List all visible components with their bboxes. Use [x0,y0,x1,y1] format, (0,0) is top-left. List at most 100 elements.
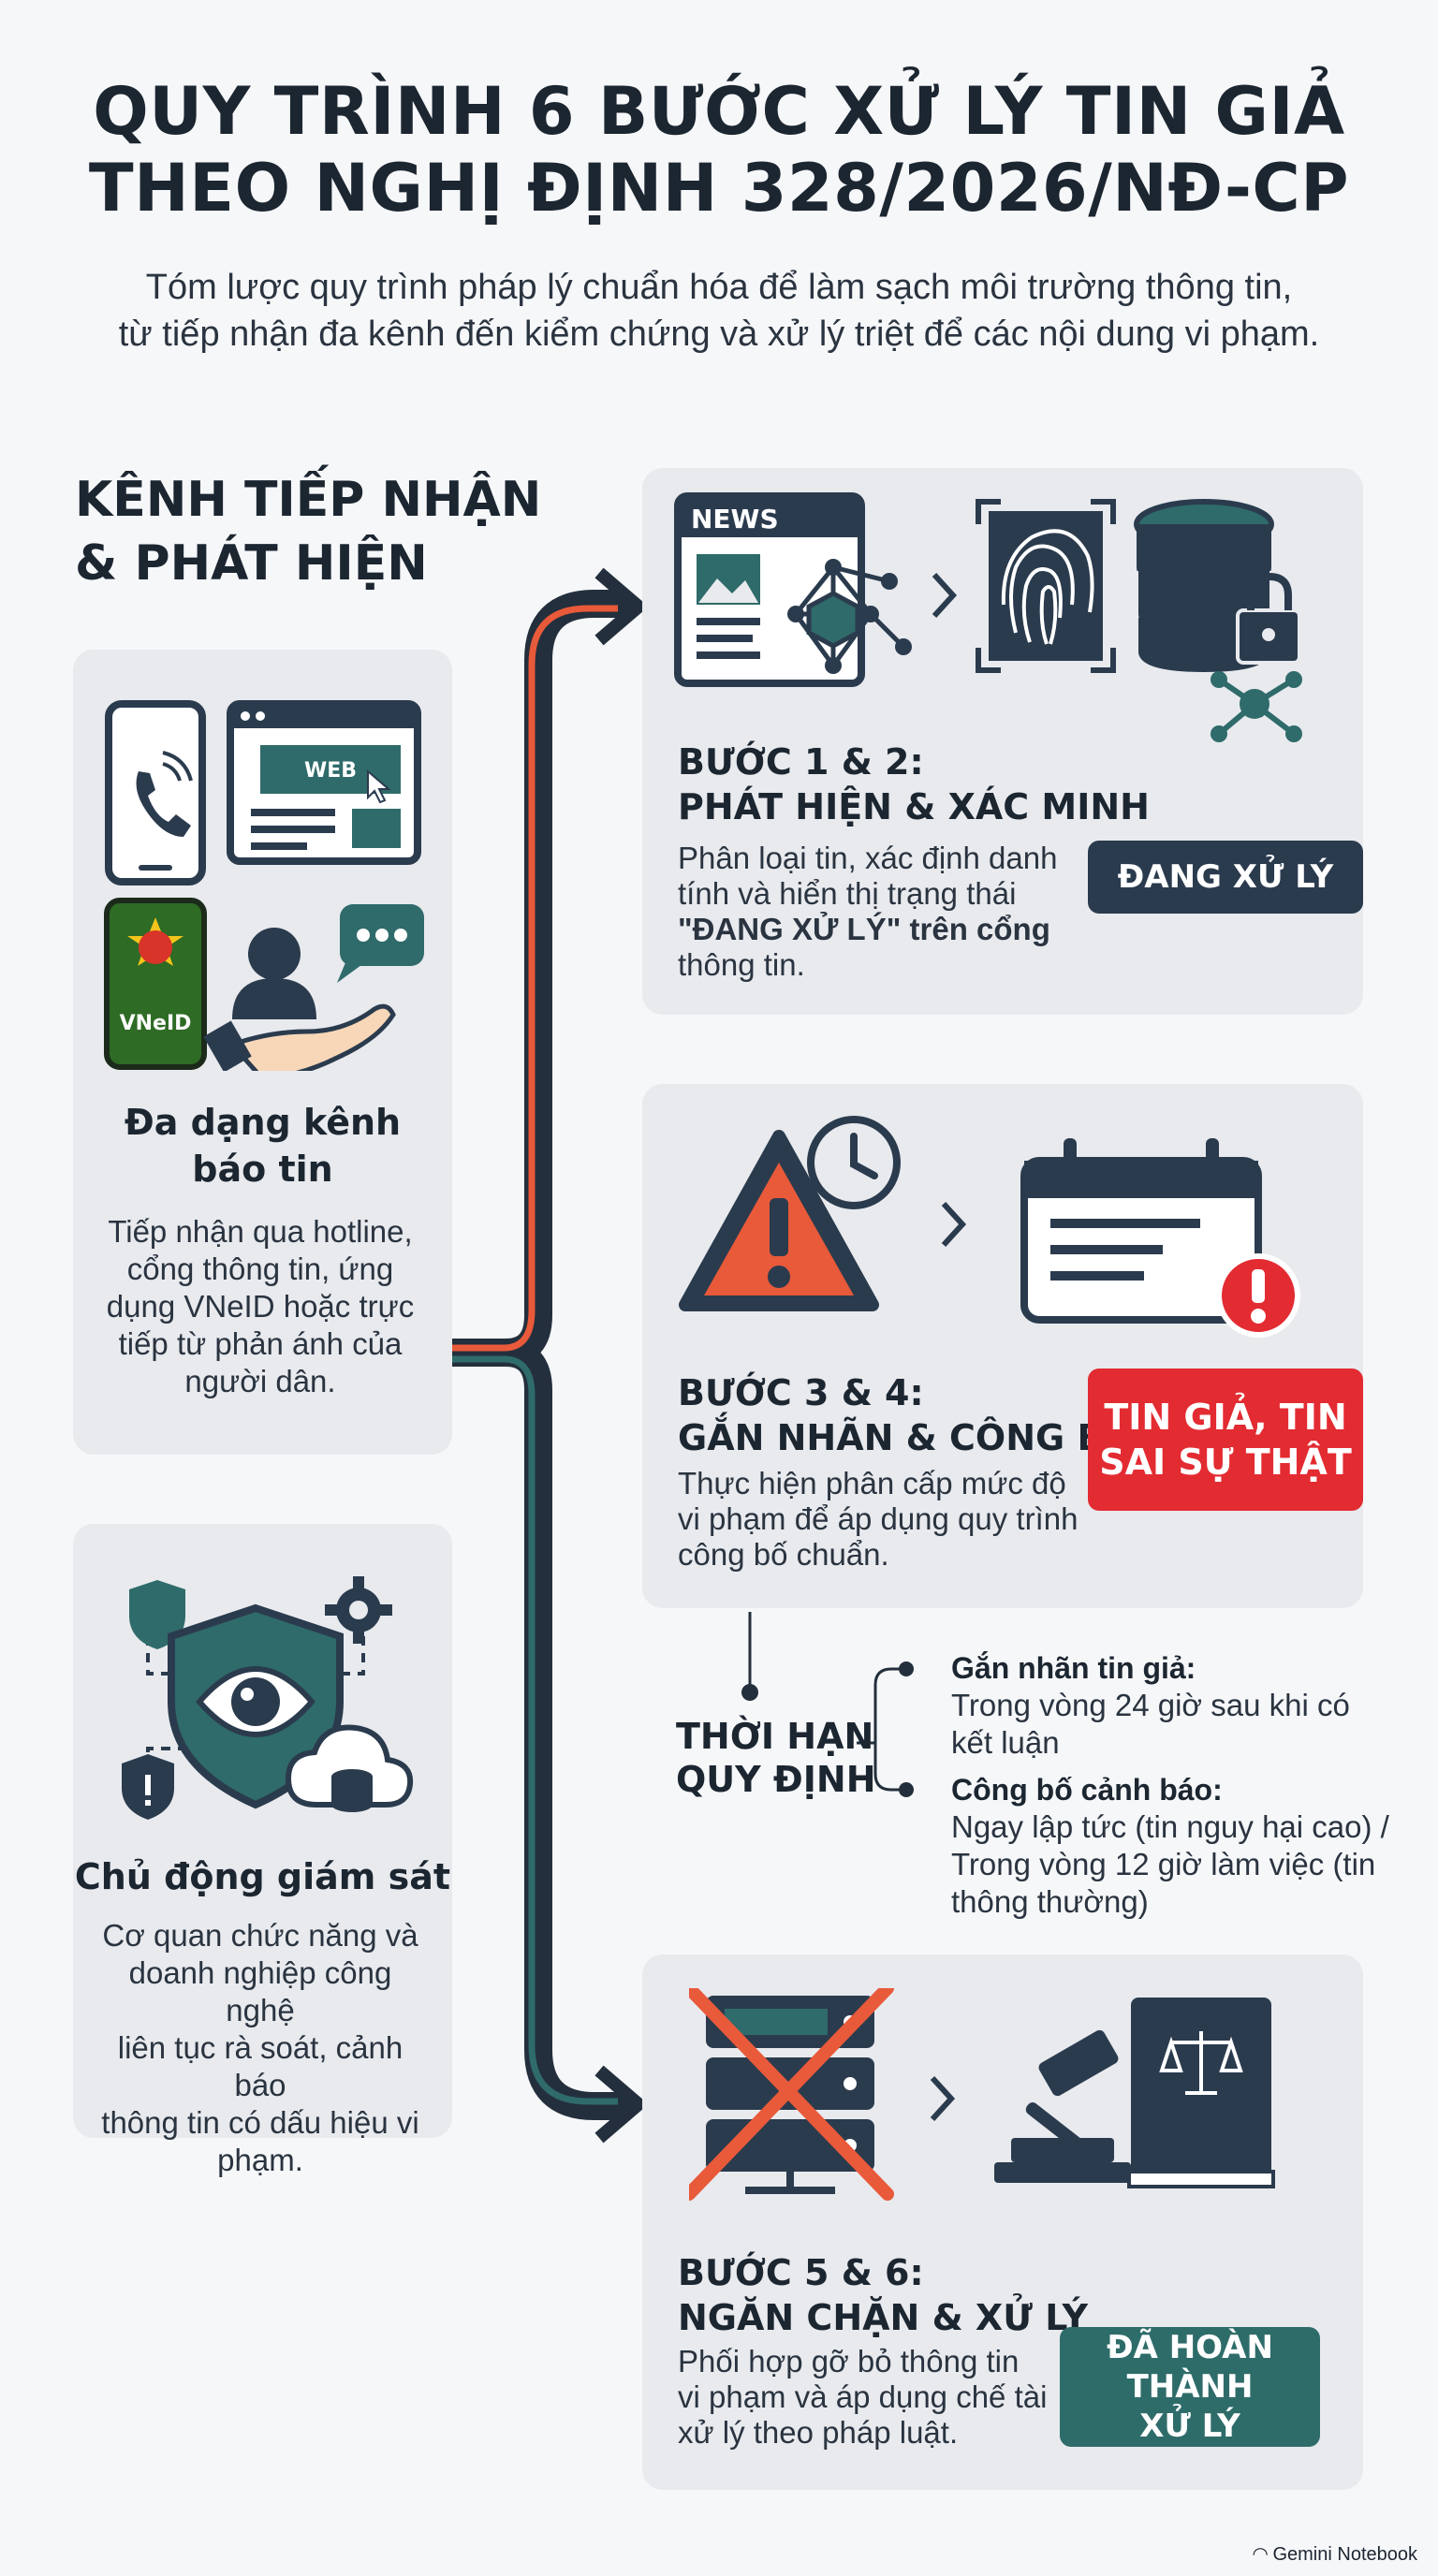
step-3-4-title-line-1: BƯỚC 3 & 4: [678,1372,924,1413]
reporting-text-line: cổng thông tin, ứng [126,1251,394,1286]
step-text-line: xử lý theo pháp luật. [678,2415,959,2450]
locked-database-icon [1134,499,1301,677]
channel-card-reporting-text: Tiếp nhận qua hotline, cổng thông tin, ứ… [101,1213,419,1400]
step-1-2-text: Phân loại tin, xác định danh tính và hiể… [678,841,1071,983]
reporting-title-line-1: Đa dạng kênh [124,1102,402,1143]
blocked-server-icon [689,1988,894,2201]
svg-text:NEWS: NEWS [691,504,779,534]
completed-badge-line-1: ĐÃ HOÀN THÀNH [1107,2329,1273,2406]
step-text-line: tính và hiển thị trạng thái [678,876,1017,911]
network-nodes-icon [1211,671,1302,742]
step-card-1-2: NEWS [642,468,1363,1015]
arrow-head-bottom [594,2065,649,2144]
flow-accent-teal [449,1355,618,2105]
deadline-item-labeling: Gắn nhãn tin giả: Trong vòng 24 giờ sau … [951,1649,1419,1762]
title-line-2: THEO NGHỊ ĐỊNH 328/2026/NĐ-CP [88,150,1350,227]
channel-card-monitoring: Chủ động giám sát Cơ quan chức năng và d… [73,1524,452,2177]
arrow-head-top [594,567,649,646]
step-3-4-title: BƯỚC 3 & 4: GẮN NHÃN & CÔNG BỐ [678,1370,1135,1460]
deadline-item-body: Trong vòng 12 giờ làm việc (tin [951,1847,1376,1881]
step-1-2-title-line-1: BƯỚC 1 & 2: [678,741,924,783]
fake-news-badge-line-1: TIN GIẢ, TIN [1104,1397,1347,1438]
step-3-4-illustration [679,1116,1300,1338]
step-text-line: Phối hợp gỡ bỏ thông tin [678,2344,1020,2378]
deadline-item-body: kết luận [951,1725,1060,1760]
web-browser-icon: WEB [227,700,421,865]
monitoring-illustration [122,1576,414,1820]
monitoring-text-line: thông tin có dấu hiệu vi [101,2105,419,2140]
step-1-2-title: BƯỚC 1 & 2: PHÁT HIỆN & XÁC MINH [678,739,1150,829]
title-line-1: QUY TRÌNH 6 BƯỚC XỬ LÝ TIN GIẢ [93,73,1345,150]
gavel-law-book-icon [994,1998,1275,2188]
warning-triangle-clock-icon [679,1116,901,1311]
warning-shield-icon [122,1580,185,1820]
step-text-line: Phân loại tin, xác định danh [678,841,1058,875]
deadline-item-body: Trong vòng 24 giờ sau khi có [951,1688,1350,1722]
gear-icon [325,1576,392,1644]
subtitle-line-1: Tóm lược quy trình pháp lý chuẩn hóa để … [145,268,1293,307]
step-card-5-6: BƯỚC 5 & 6: NGĂN CHẶN & XỬ LÝ Phối hợp g… [642,1954,1363,2490]
reporting-text-line: người dân. [184,1364,336,1398]
deadline-item-head: Công bố cảnh báo: [951,1773,1223,1807]
page-subtitle: Tóm lược quy trình pháp lý chuẩn hóa để … [0,264,1438,358]
citizen-report-icon [203,904,424,1071]
monitoring-text-line: liên tục rà soát, cảnh báo [117,2030,404,2102]
svg-text:VNeID: VNeID [120,1012,192,1035]
deadline-item-head: Gắn nhãn tin giả: [951,1651,1196,1685]
brand-name: Gemini Notebook [1272,2544,1417,2565]
step-text-line: Thực hiện phân cấp mức độ [678,1466,1066,1500]
deadline-item-warning: Công bố cảnh báo: Ngay lập tức (tin nguy… [951,1771,1419,1921]
footer-brand: ◠ Gemini Notebook [1254,2542,1417,2566]
channel-card-monitoring-text: Cơ quan chức năng và doanh nghiệp công n… [101,1917,419,2179]
step-3-4-title-line-2: GẮN NHÃN & CÔNG BỐ [678,1417,1135,1458]
monitoring-text-line: doanh nghiệp công nghệ [128,1955,392,2027]
calendar-alert-icon [1020,1138,1300,1338]
deadline-title-line-2: QUY ĐỊNH [676,1759,876,1800]
step-5-6-text: Phối hợp gỡ bỏ thông tin vi phạm và áp d… [678,2344,1071,2451]
svg-text:WEB: WEB [304,759,357,783]
step-5-6-title: BƯỚC 5 & 6: NGĂN CHẶN & XỬ LÝ [678,2250,1088,2340]
step-card-3-4: BƯỚC 3 & 4: GẮN NHÃN & CÔNG BỐ Thực hiện… [642,1084,1363,1608]
status-badge-completed: ĐÃ HOÀN THÀNH XỬ LÝ [1060,2327,1320,2447]
reporting-text-line: tiếp từ phản ánh của [118,1326,403,1361]
step-text-line: "ĐANG XỬ LÝ" trên cổng [678,912,1050,946]
page-title: QUY TRÌNH 6 BƯỚC XỬ LÝ TIN GIẢ THEO NGHỊ… [0,73,1438,227]
step-text-line: vi phạm và áp dụng chế tài [678,2379,1048,2414]
reporting-text-line: dụng VNeID hoặc trực [106,1289,415,1324]
completed-badge-line-2: XỬ LÝ [1139,2408,1240,2445]
channel-card-monitoring-title: Chủ động giám sát [74,1856,451,1897]
deadline-item-body: Ngay lập tức (tin nguy hại cao) / [951,1809,1389,1844]
step-1-2-title-line-2: PHÁT HIỆN & XÁC MINH [678,786,1150,827]
channels-heading-line-2: & PHÁT HIỆN [75,535,428,592]
step-5-6-title-line-1: BƯỚC 5 & 6: [678,2252,924,2293]
status-badge-processing: ĐANG XỬ LÝ [1088,841,1363,914]
news-network-icon: NEWS [674,492,912,687]
channel-card-reporting: WEB VNeID Đa dạng kênh báo tin [73,650,452,1455]
channels-heading-line-1: KÊNH TIẾP NHẬN [75,472,542,528]
brand-logo-icon: ◠ [1253,2544,1268,2565]
status-badge-fake-news: TIN GIẢ, TIN SAI SỰ THẬT [1088,1368,1363,1511]
step-5-6-title-line-2: NGĂN CHẶN & XỬ LÝ [678,2297,1089,2338]
reporting-title-line-2: báo tin [192,1149,333,1190]
reporting-text-line: Tiếp nhận qua hotline, [108,1214,413,1249]
cloud-database-icon [285,1724,414,1812]
flow-accent-orange [449,605,618,1352]
step-text-line: thông tin. [678,947,805,982]
channels-heading: KÊNH TIẾP NHẬN & PHÁT HIỆN [75,468,562,595]
channel-card-reporting-title: Đa dạng kênh báo tin [73,1099,452,1193]
phone-icon [105,700,206,886]
reporting-channels-illustration: WEB VNeID [104,700,424,1071]
subtitle-line-2: từ tiếp nhận đa kênh đến kiểm chứng và x… [118,315,1320,354]
step-text-line: công bố chuẩn. [678,1537,889,1572]
deadline-title-line-1: THỜI HẠN [676,1716,874,1757]
monitoring-text-line: phạm. [217,2143,303,2177]
step-1-2-illustration: NEWS [674,492,1302,742]
fake-news-badge-line-2: SAI SỰ THẬT [1099,1442,1352,1483]
monitoring-text-line: Cơ quan chức năng và [102,1918,418,1953]
deadline-item-body: thông thường) [951,1884,1149,1919]
deadline-title: THỜI HẠN QUY ĐỊNH [676,1715,882,1801]
fingerprint-icon [976,499,1116,673]
step-5-6-illustration [689,1988,1275,2201]
vneid-app-icon: VNeID [104,898,207,1070]
